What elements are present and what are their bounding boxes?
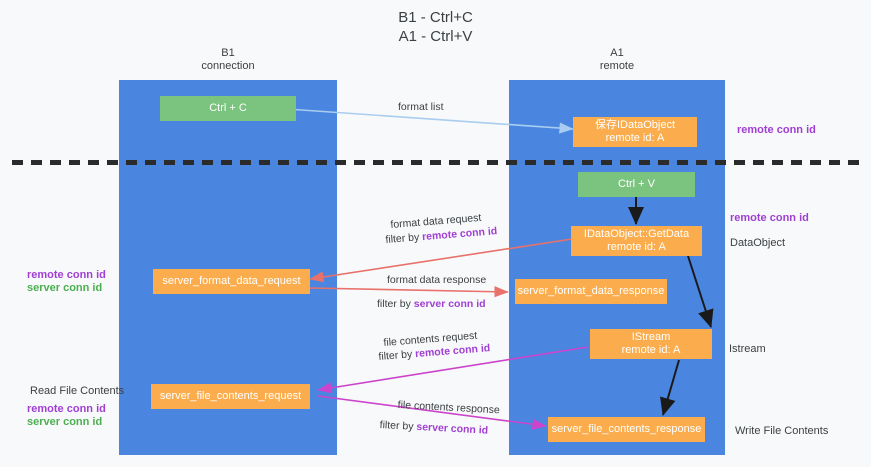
arrow-format-data-response xyxy=(309,286,509,298)
flow-label-format-data-response: format data response xyxy=(387,274,487,286)
remote-conn-id-text-1: remote conn id xyxy=(421,225,498,244)
column-header-right-role: remote xyxy=(599,60,635,72)
flow-label-file-contents-response: file contents response xyxy=(397,399,501,417)
annotation-right-remote-conn-id-mid: remote conn id xyxy=(730,212,809,224)
box-idataobject-getdata[interactable]: IDataObject::GetData remote id: A xyxy=(571,226,702,256)
column-header-left-name: B1 xyxy=(221,47,235,59)
annotation-left-remote-conn-id: remote conn id xyxy=(27,269,106,281)
flow-label-format-list: format list xyxy=(398,101,444,113)
box-istream-line-1: IStream xyxy=(631,331,671,343)
diagram-title: B1 - Ctrl+C A1 - Ctrl+V xyxy=(0,8,871,46)
box-istream[interactable]: IStream remote id: A xyxy=(590,329,712,359)
annotation-left-server-conn-id-2: server conn id xyxy=(27,416,103,428)
box-idataobject-getdata-line-1: IDataObject::GetData xyxy=(583,228,690,240)
box-server-format-data-request[interactable]: server_format_data_request xyxy=(153,269,310,294)
flow-label-file-contents-response-filter: filter by server conn id xyxy=(379,419,488,437)
box-server-format-data-request-label: server_format_data_request xyxy=(162,275,301,287)
box-istream-line-2: remote id: A xyxy=(621,344,681,356)
server-conn-id-text-1: server conn id xyxy=(413,298,486,310)
phase-divider xyxy=(12,160,864,165)
title-line-1: B1 - Ctrl+C xyxy=(398,9,473,26)
box-server-file-contents-response[interactable]: server_file_contents_response xyxy=(548,417,705,442)
filter-by-text-2: filter by xyxy=(377,298,411,310)
box-idataobject-getdata-line-2: remote id: A xyxy=(607,241,666,253)
filter-by-text-3: filter by xyxy=(378,348,413,363)
annotation-left-remote-conn-id-2: remote conn id xyxy=(27,403,106,415)
annotation-left-server-conn-id: server conn id xyxy=(27,282,103,294)
column-header-left: B1 connection xyxy=(119,47,337,73)
annotation-right-remote-conn-id-top: remote conn id xyxy=(737,124,816,136)
annotation-left-read-file-contents: Read File Contents xyxy=(30,385,125,397)
filter-by-text-1: filter by xyxy=(385,231,420,246)
annotation-right-dataobject: DataObject xyxy=(730,237,786,249)
box-save-idataobject[interactable]: 保存IDataObject remote id: A xyxy=(573,117,697,147)
annotation-right-istream: Istream xyxy=(729,343,766,355)
box-ctrl-c-label: Ctrl + C xyxy=(209,102,247,114)
box-server-file-contents-request-label: server_file_contents_request xyxy=(159,390,302,402)
box-save-idataobject-line-2: remote id: A xyxy=(605,132,665,144)
box-server-file-contents-request[interactable]: server_file_contents_request xyxy=(151,384,310,409)
box-ctrl-c[interactable]: Ctrl + C xyxy=(160,96,296,121)
box-save-idataobject-line-1: 保存IDataObject xyxy=(594,119,676,131)
filter-by-text-4: filter by xyxy=(379,419,414,433)
column-header-left-role: connection xyxy=(201,60,255,72)
box-ctrl-v-label: Ctrl + V xyxy=(618,178,655,190)
box-server-file-contents-response-label: server_file_contents_response xyxy=(551,423,702,435)
box-server-format-data-response-label: server_format_data_response xyxy=(517,285,665,297)
box-server-format-data-response[interactable]: server_format_data_response xyxy=(515,279,667,304)
flow-label-format-data-response-filter: filter by server conn id xyxy=(377,298,486,310)
title-line-2: A1 - Ctrl+V xyxy=(398,28,473,45)
column-header-right-name: A1 xyxy=(610,47,624,59)
server-conn-id-text-2: server conn id xyxy=(416,420,489,437)
column-header-right: A1 remote xyxy=(509,47,725,73)
box-ctrl-v[interactable]: Ctrl + V xyxy=(578,172,695,197)
annotation-right-write-file-contents: Write File Contents xyxy=(735,425,829,437)
